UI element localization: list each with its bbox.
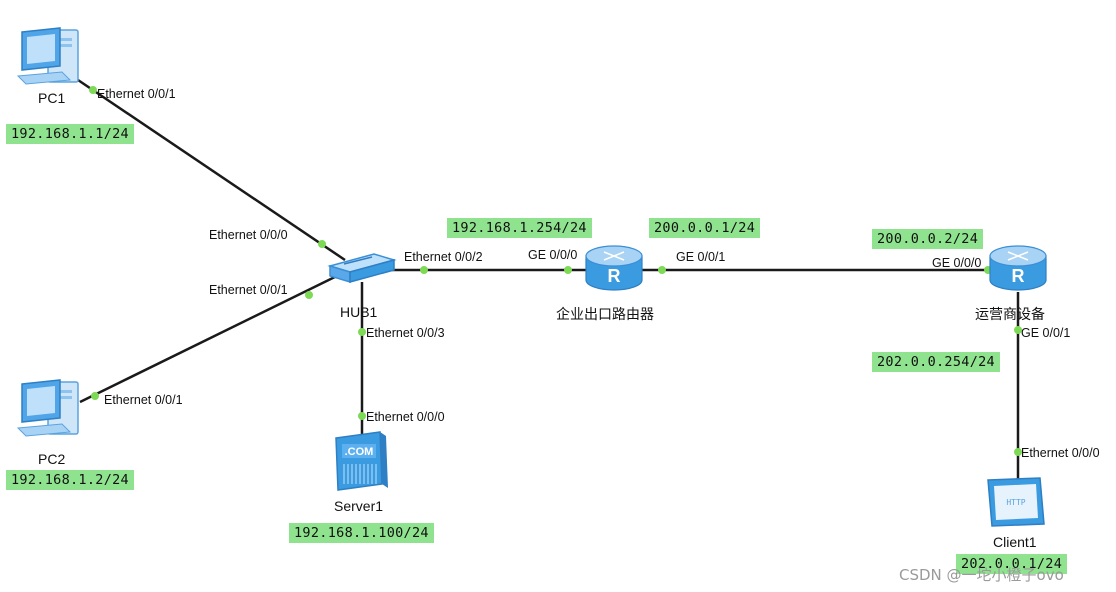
port-dot xyxy=(1014,326,1022,334)
port-label-hub-p1: Ethernet 0/0/1 xyxy=(209,283,288,297)
ip-label-router-ent-wan: 200.0.0.1/24 xyxy=(649,218,761,238)
router-ent-letter: R xyxy=(608,266,621,286)
link-pc1-hub1 xyxy=(77,78,346,262)
port-label-router-isp-lan: GE 0/0/1 xyxy=(1021,326,1071,340)
port-dot xyxy=(89,86,97,94)
port-dot xyxy=(564,266,572,274)
ip-label-pc1: 192.168.1.1/24 xyxy=(6,124,134,144)
port-label-pc2: Ethernet 0/0/1 xyxy=(104,393,183,407)
hub1-name: HUB1 xyxy=(340,304,378,320)
ip-label-client1: 202.0.0.1/24 xyxy=(956,554,1068,574)
router-isp-icon[interactable]: R xyxy=(989,245,1047,291)
port-dot xyxy=(358,328,366,336)
pc1-icon[interactable] xyxy=(16,27,79,85)
port-label-router-ent-wan: GE 0/0/1 xyxy=(676,250,726,264)
server-icon[interactable]: .COM xyxy=(335,431,388,491)
router-isp-letter: R xyxy=(1012,266,1025,286)
pc1-name: PC1 xyxy=(38,90,66,106)
port-label-router-ent-lan: GE 0/0/0 xyxy=(528,248,578,262)
router-ent-name: 企业出口路由器 xyxy=(556,306,654,322)
port-label-pc1: Ethernet 0/0/1 xyxy=(97,87,176,101)
hub-icon[interactable] xyxy=(327,253,397,284)
watermark: CSDN @一坨小橙子ovo xyxy=(899,566,1064,584)
server1-name: Server1 xyxy=(334,498,384,514)
client1-name: Client1 xyxy=(993,534,1037,550)
port-dot xyxy=(318,240,326,248)
ip-label-pc2: 192.168.1.2/24 xyxy=(6,470,134,490)
pc2-name: PC2 xyxy=(38,451,66,467)
ip-label-router-ent-lan: 192.168.1.254/24 xyxy=(447,218,592,238)
ip-label-router-isp-wan: 200.0.0.2/24 xyxy=(872,229,984,249)
port-dot xyxy=(420,266,428,274)
port-label-client1: Ethernet 0/0/0 xyxy=(1021,446,1100,460)
server-screen-text: .COM xyxy=(345,446,374,458)
port-dot xyxy=(305,291,313,299)
port-label-hub-p0: Ethernet 0/0/0 xyxy=(209,228,288,242)
port-dot xyxy=(1014,448,1022,456)
port-label-hub-p3: Ethernet 0/0/3 xyxy=(366,326,445,340)
ip-label-router-isp-lan: 202.0.0.254/24 xyxy=(872,352,1000,372)
router-ent-icon[interactable]: R xyxy=(585,245,643,291)
client-icon[interactable]: HTTP xyxy=(987,477,1045,527)
pc2-icon[interactable] xyxy=(16,379,79,437)
router-isp-name: 运营商设备 xyxy=(975,306,1045,322)
port-label-server1: Ethernet 0/0/0 xyxy=(366,410,445,424)
link-pc2-hub1 xyxy=(79,270,346,404)
client-screen-text: HTTP xyxy=(1006,498,1025,507)
port-dot xyxy=(91,392,99,400)
port-dot xyxy=(358,412,366,420)
port-label-router-isp-wan: GE 0/0/0 xyxy=(932,256,982,270)
port-dot xyxy=(658,266,666,274)
port-label-hub-p2: Ethernet 0/0/2 xyxy=(404,250,483,264)
ip-label-server1: 192.168.1.100/24 xyxy=(289,523,434,543)
